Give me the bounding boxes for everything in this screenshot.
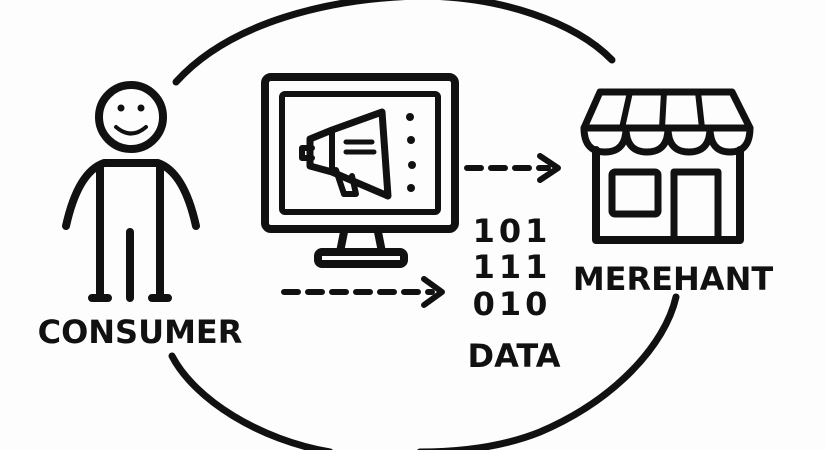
head [99,85,163,149]
stick-figure-icon [66,85,196,298]
shop-window [612,172,658,214]
left-eye [118,105,125,112]
megaphone-lines [346,142,374,152]
sound-dot-3 [408,161,416,169]
merchant-label: MEREHANT [573,260,774,298]
binary-data-block: 101 111 010 [473,212,552,323]
awning-stripes [622,92,702,128]
cycle-arc-top [176,0,612,82]
binary-row-1: 101 [473,212,552,250]
cycle-arc-left [172,356,330,450]
binary-row-2: 111 [473,248,552,286]
consumer-label: CONSUMER [38,313,243,351]
arrow-consumer-to-data [284,279,442,305]
megaphone-icon [302,112,416,196]
awning-top [584,92,750,128]
sound-dot-4 [407,184,415,192]
smile [116,127,146,134]
storefront-icon [584,92,750,240]
megaphone-handle [336,170,356,194]
shoulders-arms [66,163,196,226]
sound-dot-2 [407,136,415,144]
monitor-base [318,252,404,264]
right-eye [138,105,145,112]
binary-row-3: 010 [473,285,552,323]
awning-scallops [584,128,750,152]
monitor-icon [265,77,455,264]
arrow-monitor-to-merchant [467,156,558,180]
sound-dot-1 [406,113,414,121]
shop-door [674,172,718,238]
data-label: DATA [468,337,561,375]
